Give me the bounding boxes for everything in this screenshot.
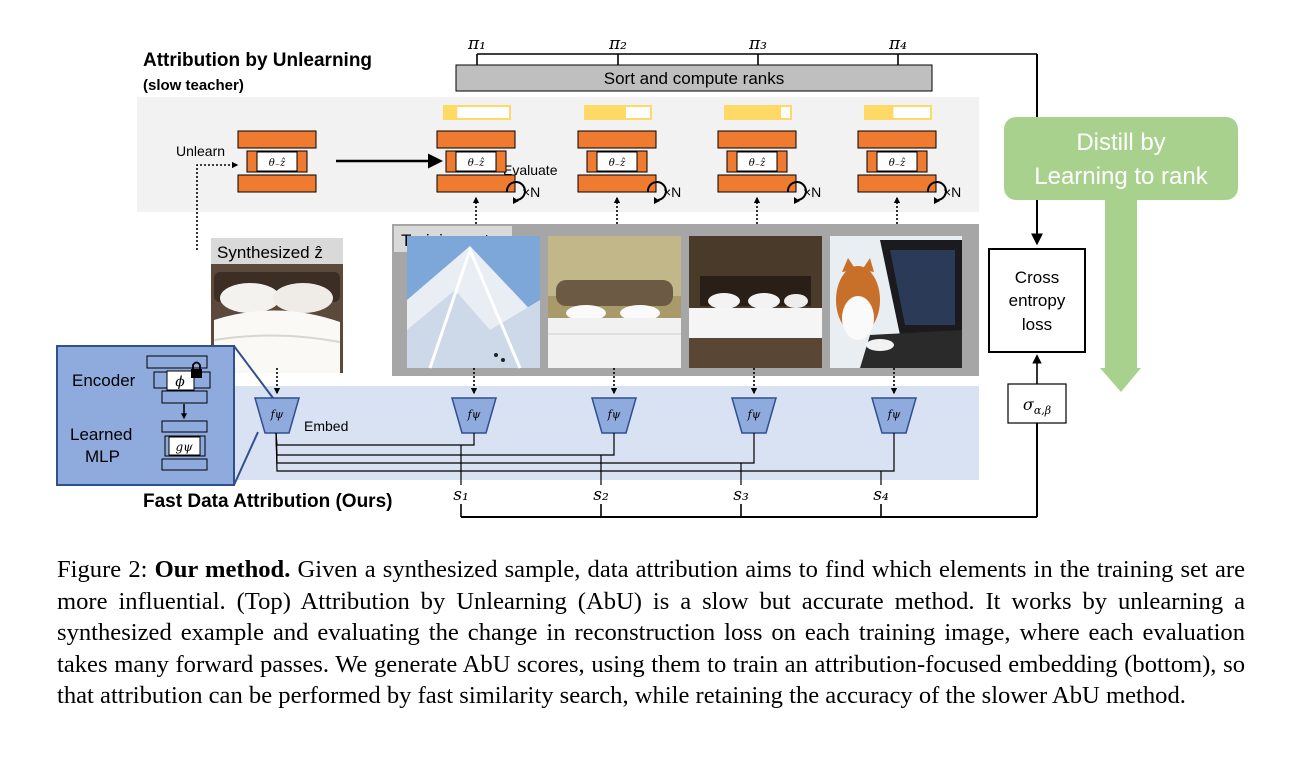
theta-label-1: θ₋ẑ: [468, 158, 485, 169]
theta-label-4: θ₋ẑ: [889, 158, 906, 169]
f-label-4: fψ: [887, 408, 901, 421]
sort-ranks-box: [455, 64, 933, 92]
cross-entropy-line1: Cross: [1015, 268, 1059, 287]
encoder-label: Encoder: [72, 371, 136, 390]
synthesized-label-box: [211, 238, 343, 264]
method-diagram: Attribution by Unlearning (slow teacher)…: [56, 34, 1238, 518]
distill-arrow: Distill by Learning to rank: [1004, 117, 1238, 392]
pi-label-3: π₃: [748, 34, 767, 54]
f-label-1: fψ: [467, 408, 481, 421]
evaluated-model-4: θ₋ẑ ×N: [857, 105, 961, 228]
cross-entropy-box: [988, 248, 1086, 353]
pi-label-2: π₂: [608, 34, 627, 54]
caption-bold: Our method.: [154, 556, 291, 583]
repeat-label-3: ×N: [803, 184, 821, 200]
training-image-4: [830, 236, 962, 368]
theta-label: θ₋ẑ: [269, 158, 286, 169]
phi-label: ϕ: [175, 374, 185, 390]
rank-bar-3: [724, 105, 792, 120]
evaluated-model-1: θ₋ẑ ×N: [436, 105, 540, 228]
repeat-label-2: ×N: [663, 184, 681, 200]
sigma-box: [1007, 383, 1067, 424]
s-label-2: s₂: [593, 485, 609, 505]
rank-bar-4: [864, 105, 932, 120]
g-label: gψ: [175, 440, 193, 454]
abu-title: Attribution by Unlearning: [143, 50, 372, 71]
training-image-2: [548, 236, 681, 368]
unlearn-label: Unlearn: [176, 143, 225, 159]
distill-line2: Learning to rank: [1034, 163, 1208, 190]
training-image-1: [407, 236, 540, 369]
repeat-label-1: ×N: [522, 184, 540, 200]
s-label-1: s₁: [453, 485, 469, 505]
loop-icon: [786, 181, 807, 204]
pi-label-1: π₁: [467, 34, 486, 54]
embed-synth: fψ: [254, 368, 300, 434]
f-label-3: fψ: [747, 408, 761, 421]
loop-icon: [646, 181, 667, 204]
embed-train-3: fψ: [731, 368, 777, 434]
figure-caption: Figure 2: Our method. Given a synthesize…: [57, 554, 1245, 712]
rank-bar-1: [443, 105, 511, 120]
encoder-inset: Encoder ϕ Learned MLP gψ: [56, 345, 274, 486]
evaluate-label: Evaluate: [503, 162, 558, 178]
evaluated-model-2: θ₋ẑ ×N: [577, 105, 681, 228]
embed-train-1: fψ: [451, 368, 497, 434]
rank-bar-2: [584, 105, 652, 120]
learned-label: Learned: [70, 425, 132, 444]
cross-entropy-line3: loss: [1022, 315, 1052, 334]
synthesized-label: Synthesized ẑ: [217, 243, 323, 262]
pi-label-4: π₄: [888, 34, 907, 54]
caption-body: Given a synthesized sample, data attribu…: [57, 556, 1245, 710]
theta-label-2: θ₋ẑ: [609, 158, 626, 169]
lock-icon: [191, 361, 202, 378]
loop-icon: [926, 181, 947, 204]
loop-icon: [505, 181, 526, 204]
theta-label-3: θ₋ẑ: [749, 158, 766, 169]
cross-entropy-line2: entropy: [1009, 291, 1066, 310]
evaluated-model-3: θ₋ẑ ×N: [717, 105, 821, 228]
unlearn-model: θ₋ẑ: [237, 130, 317, 193]
caption-prefix: Figure 2:: [57, 556, 155, 583]
sort-ranks-label: Sort and compute ranks: [604, 69, 784, 88]
embed-label: Embed: [304, 418, 348, 434]
s-label-4: s₄: [873, 485, 889, 505]
f-label-2: fψ: [607, 408, 621, 421]
f-label-0: fψ: [270, 408, 284, 421]
fast-title: Fast Data Attribution (Ours): [143, 491, 392, 512]
mlp-label: MLP: [85, 447, 120, 466]
embed-train-2: fψ: [591, 368, 637, 434]
embed-train-4: fψ: [871, 368, 917, 434]
s-label-3: s₃: [733, 485, 749, 505]
repeat-label-4: ×N: [943, 184, 961, 200]
training-image-3: [689, 236, 822, 368]
distill-line1: Distill by: [1076, 129, 1165, 156]
abu-subtitle: (slow teacher): [143, 77, 244, 94]
